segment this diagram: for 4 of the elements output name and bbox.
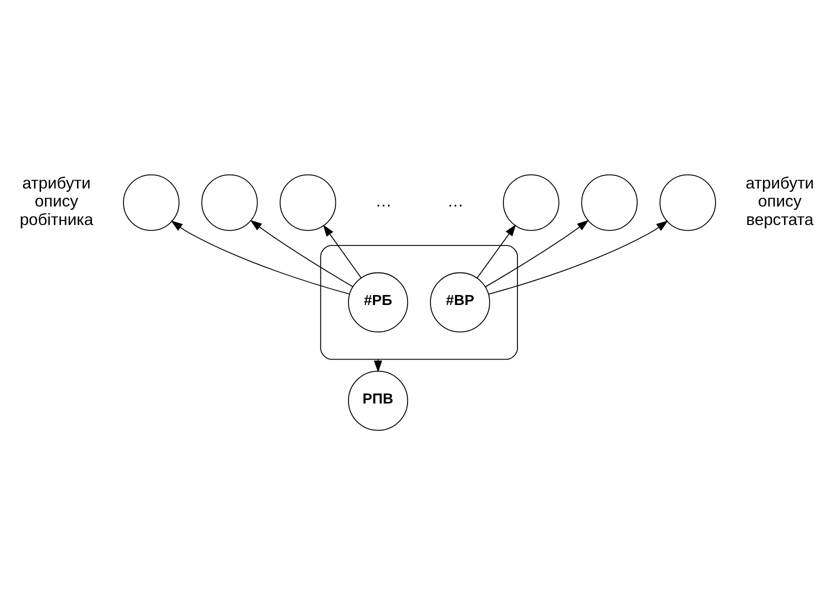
- label: …: [375, 192, 392, 211]
- label: атрибути опису верстата: [746, 174, 814, 229]
- label: атрибути опису робітника: [20, 174, 94, 229]
- label: …: [447, 192, 464, 211]
